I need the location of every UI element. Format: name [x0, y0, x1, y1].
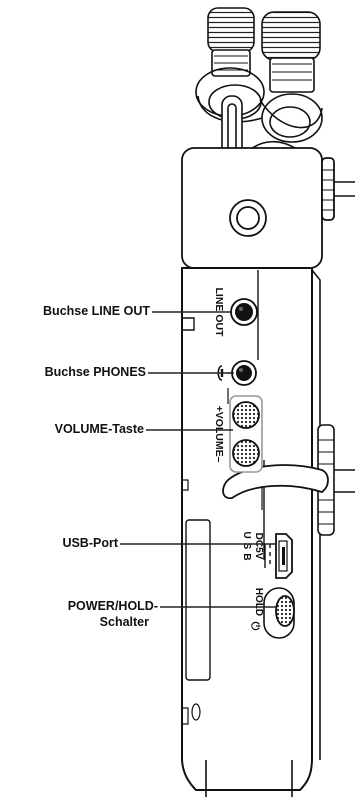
hold-marking: HOLD [253, 588, 264, 616]
volume-label: VOLUME-Taste [54, 422, 144, 436]
power-hold-switch [263, 587, 295, 639]
line-out-label: Buchse LINE OUT [43, 304, 150, 318]
mount-block [181, 147, 355, 269]
dc5v-marking: DC5V [253, 533, 264, 560]
power-hold-label: POWER/HOLD- [67, 599, 158, 613]
usb-marking: USB [241, 531, 252, 564]
callout-lines [120, 311, 277, 608]
volume-marking: +VOLUME– [213, 406, 225, 463]
power-hold-label-line2: Schalter [99, 615, 149, 629]
phones-label: Buchse PHONES [44, 365, 146, 379]
strap-loop [222, 464, 329, 510]
usb-port [264, 533, 293, 579]
left-mic-capsule [207, 7, 255, 77]
power-symbol: ⏻ [249, 622, 262, 631]
recorder-body [181, 267, 321, 797]
line-out-jack [230, 298, 258, 326]
phones-jack [231, 360, 257, 386]
usb-label: USB-Port [62, 536, 118, 550]
right-mic-capsule [261, 11, 321, 93]
volume-rocker [229, 395, 263, 473]
